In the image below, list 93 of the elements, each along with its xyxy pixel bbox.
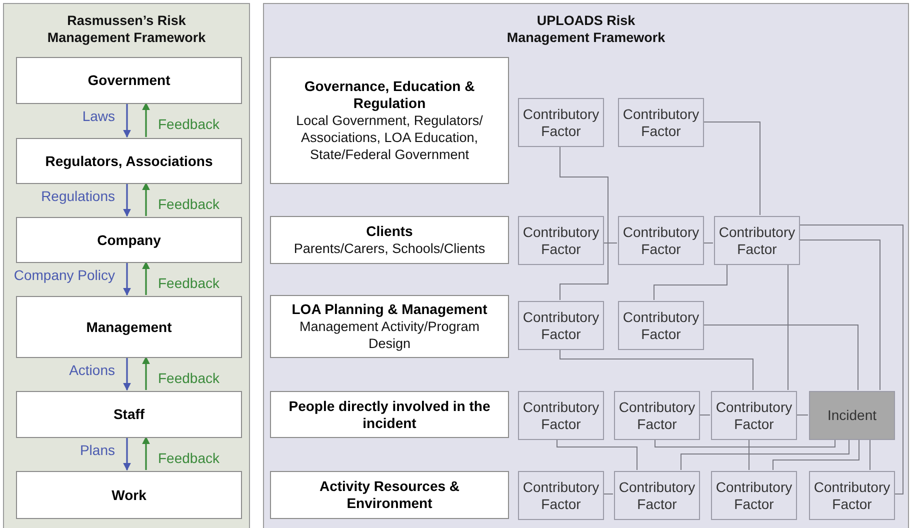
row-description: Local Government, Regulators/ Associations, LOA Education, State/Federal Government bbox=[295, 112, 484, 163]
arrow bbox=[142, 102, 150, 137]
factor-box bbox=[618, 216, 704, 265]
row-description: Parents/Carers, Schools/Clients bbox=[294, 240, 486, 257]
factor-label: Contributory Factor bbox=[622, 106, 700, 140]
edge-label: Feedback bbox=[156, 116, 222, 132]
edge-label: Feedback bbox=[156, 196, 222, 212]
level-box bbox=[16, 57, 242, 104]
level-label-box bbox=[270, 216, 509, 264]
factor-label: Contributory Factor bbox=[522, 478, 600, 512]
factor-label: Contributory Factor bbox=[622, 224, 700, 258]
factor-box bbox=[614, 471, 700, 520]
edge-label: Actions bbox=[67, 362, 117, 378]
level-box bbox=[16, 217, 242, 263]
connector-line bbox=[698, 414, 710, 416]
level-label: Government bbox=[88, 72, 170, 89]
factor-label: Contributory Factor bbox=[522, 308, 600, 342]
arrow bbox=[142, 182, 150, 216]
row-heading: Clients bbox=[366, 223, 413, 240]
row-description: Management Activity/Program Design bbox=[298, 318, 481, 352]
row-heading: People directly involved in the incident bbox=[288, 398, 492, 432]
factor-box bbox=[618, 301, 704, 350]
connector-line bbox=[798, 224, 904, 494]
factor-box bbox=[518, 216, 604, 265]
arrow bbox=[123, 357, 131, 391]
connector-line bbox=[772, 438, 860, 470]
arrow bbox=[142, 356, 150, 390]
arrow bbox=[123, 262, 131, 296]
factor-box bbox=[518, 98, 604, 147]
level-label: Work bbox=[112, 486, 146, 504]
framework-panel bbox=[3, 3, 250, 528]
row-heading: LOA Planning & Management bbox=[292, 301, 488, 318]
incident-label: Incident bbox=[827, 407, 877, 424]
connector-line bbox=[702, 324, 858, 390]
factor-label: Contributory Factor bbox=[618, 398, 696, 432]
factor-label: Contributory Factor bbox=[716, 478, 792, 512]
arrow bbox=[123, 437, 131, 471]
factor-box bbox=[518, 301, 604, 350]
framework-panel bbox=[263, 3, 909, 528]
level-label-box bbox=[270, 57, 509, 184]
connector-line bbox=[654, 438, 836, 448]
edge-label: Feedback bbox=[156, 370, 222, 386]
arrow bbox=[123, 183, 131, 217]
factor-box bbox=[614, 391, 700, 440]
factor-label: Contributory Factor bbox=[622, 308, 700, 342]
factor-box bbox=[809, 471, 895, 520]
factor-box bbox=[618, 98, 704, 147]
edge-label: Feedback bbox=[156, 274, 222, 290]
incident-box bbox=[809, 391, 895, 440]
factor-box bbox=[518, 391, 604, 440]
edge-label: Feedback bbox=[156, 450, 222, 466]
connector-line bbox=[796, 414, 808, 416]
factor-box bbox=[714, 216, 800, 265]
connector-line bbox=[560, 348, 754, 390]
connector-line bbox=[602, 242, 618, 244]
arrow bbox=[123, 103, 131, 138]
level-label-box bbox=[270, 295, 509, 358]
edge-label: Company Policy bbox=[12, 266, 117, 282]
factor-box bbox=[711, 391, 797, 440]
panel-title: Rasmussen’s Risk Management Framework bbox=[46, 12, 207, 46]
arrow bbox=[142, 261, 150, 295]
level-label-box bbox=[270, 471, 509, 519]
connector-line bbox=[748, 438, 750, 470]
level-label: Management bbox=[86, 318, 172, 336]
factor-label: Contributory Factor bbox=[618, 478, 696, 512]
edge-label: Regulations bbox=[39, 188, 117, 204]
level-label: Regulators, Associations bbox=[45, 152, 213, 170]
factor-box bbox=[518, 471, 604, 520]
connector-line bbox=[702, 122, 760, 216]
arrow bbox=[142, 436, 150, 470]
factor-label: Contributory Factor bbox=[522, 106, 600, 140]
panel-title: UPLOADS Risk Management Framework bbox=[506, 12, 666, 46]
factor-box bbox=[711, 471, 797, 520]
level-label-box bbox=[270, 391, 509, 438]
connector-line bbox=[680, 438, 850, 470]
factor-label: Contributory Factor bbox=[522, 224, 600, 258]
level-box bbox=[16, 471, 242, 519]
factor-label: Contributory Factor bbox=[522, 398, 600, 432]
connector-line bbox=[798, 240, 880, 390]
level-label: Company bbox=[97, 232, 161, 248]
connector-line bbox=[702, 242, 714, 244]
factor-label: Contributory Factor bbox=[814, 478, 890, 512]
factor-label: Contributory Factor bbox=[718, 224, 796, 258]
connector-line bbox=[654, 264, 728, 300]
row-heading: Activity Resources & Environment bbox=[318, 478, 461, 512]
row-heading: Governance, Education & Regulation bbox=[303, 78, 476, 112]
level-box bbox=[16, 296, 242, 358]
level-box bbox=[16, 138, 242, 184]
connector-line bbox=[556, 438, 638, 470]
factor-label: Contributory Factor bbox=[716, 398, 792, 432]
level-label: Staff bbox=[113, 406, 145, 423]
level-box bbox=[16, 391, 242, 438]
connector-line bbox=[560, 146, 608, 300]
